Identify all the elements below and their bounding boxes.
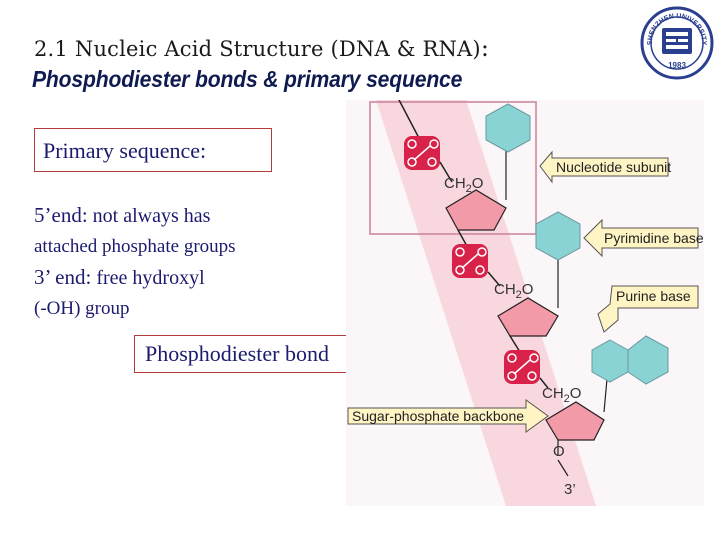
callout-backbone: Sugar-phosphate backbone bbox=[347, 399, 549, 433]
base-hexagon-2 bbox=[535, 211, 581, 261]
slide-title-text: 2.1 Nucleic Acid Structure (DNA & RNA) bbox=[34, 37, 481, 61]
label-nucleotide-subunit: Nucleotide subunit bbox=[556, 159, 671, 175]
five-end-line: 5’end: not always has bbox=[34, 203, 210, 228]
label-purine-base: Purine base bbox=[616, 288, 691, 304]
callout-purine-base: Purine base bbox=[597, 285, 699, 333]
ch2-label-3: CH2O bbox=[542, 385, 581, 405]
three-end-line2: (-OH) group bbox=[34, 298, 130, 319]
dna-strand-diagram: CH2O CH2O CH2O O 3’ bbox=[346, 100, 704, 506]
three-end-text: free hydroxyl bbox=[91, 267, 205, 289]
five-end-line2: attached phosphate groups bbox=[34, 236, 236, 257]
primary-sequence-label: Primary sequence: bbox=[34, 128, 272, 172]
sugar-ring-2 bbox=[497, 297, 559, 337]
svg-text:1983: 1983 bbox=[668, 61, 686, 70]
base-hexagon-1 bbox=[485, 103, 531, 153]
university-logo: SHENZHEN UNIVERSITY 1983 bbox=[640, 6, 714, 80]
three-prime-label: 3’ bbox=[564, 481, 576, 498]
backbone-band bbox=[376, 100, 596, 506]
sugar-ring-3 bbox=[545, 401, 605, 441]
slide-title: 2.1 Nucleic Acid Structure (DNA & RNA): bbox=[34, 34, 489, 62]
phosphate-group-2 bbox=[452, 244, 488, 278]
three-end-line: 3’ end: free hydroxyl bbox=[34, 265, 205, 290]
slide-title-colon: : bbox=[480, 34, 490, 62]
slide-subtitle: Phosphodiester bonds & primary sequence bbox=[32, 66, 463, 92]
phosphate-group-1 bbox=[404, 136, 440, 170]
three-end-heading: 3’ end: bbox=[34, 265, 92, 289]
label-backbone: Sugar-phosphate backbone bbox=[352, 408, 524, 424]
base-purine-ring-b bbox=[627, 335, 669, 385]
five-end-heading: 5’end: bbox=[34, 203, 88, 227]
ch2-label-2: CH2O bbox=[494, 281, 533, 301]
five-end-text: not always has bbox=[87, 205, 211, 227]
sugar-ring-1 bbox=[445, 189, 507, 231]
nucleotide-subunit-box bbox=[369, 101, 537, 235]
callout-pyrimidine-base: Pyrimidine base bbox=[583, 218, 704, 258]
phosphate-group-3 bbox=[504, 350, 540, 384]
ch2-label-1: CH2O bbox=[444, 175, 483, 195]
label-pyrimidine-base: Pyrimidine base bbox=[604, 230, 704, 246]
callout-nucleotide-subunit: Nucleotide subunit bbox=[539, 150, 671, 184]
o-label-end: O bbox=[553, 443, 565, 460]
